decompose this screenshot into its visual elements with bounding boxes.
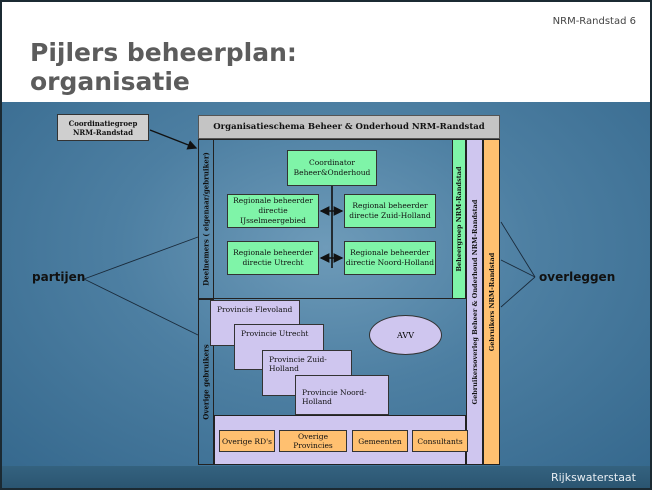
regional-zuid-holland-box: Regional beheerder directie Zuid-Holland [344,194,436,228]
regional-noord-holland-box: Regionale beheerder directie Noord-Holla… [344,241,436,275]
schema-title-box: Organisatieschema Beheer & Onderhoud NRM… [198,115,500,139]
participants-strip: Deelnemers ( eigenaar/gebruiker) [198,139,214,299]
bottom-box-label: Consultants [417,436,463,446]
province-label: Provincie Noord-Holland [302,388,367,406]
avv-ellipse: AVV [369,315,442,355]
regional-utrecht-line-1: Regionale beheerder [233,248,313,257]
page-label: NRM-Randstad 6 [552,16,636,27]
other-users-strip: Overige gebruikers [198,299,214,465]
province-label: Provincie Utrecht [241,329,309,338]
management-group-strip: Beheergroep NRM-Randstad [452,139,466,299]
regional-utrecht-box: Regionale beheerder directie Utrecht [227,241,319,275]
slide-header: NRM-Randstad 6 Pijlers beheerplan: organ… [2,2,650,102]
regional-ijsselmeer-line-2: directie IJsselmeergebied [240,206,306,225]
coordinator-line-2: Beheer&Onderhoud [293,168,371,177]
bottom-box: Overige Provincies [279,430,347,452]
coordination-group-line-2: NRM-Randstad [73,127,133,137]
title-line-2: organisatie [30,67,190,96]
participants-strip-label: Deelnemers ( eigenaar/gebruiker) [201,152,211,286]
coordinator-line-1: Coordinator [309,158,355,167]
participants-section [214,139,452,299]
bottom-box-label: Overige Provincies [293,432,333,450]
coordination-group-box: Coordinatiegroep NRM-Randstad [57,114,149,141]
slide-title: Pijlers beheerplan: organisatie [30,38,297,96]
user-consultation-strip-label: Gebruikersoverleg Beheer & Onderhoud NRM… [470,199,479,405]
bottom-box: Consultants [412,430,468,452]
consultations-label: overleggen [539,270,616,284]
bottom-box: Overige RD's [219,430,275,452]
province-box: Provincie Noord-Holland [295,375,389,415]
other-users-strip-label: Overige gebruikers [201,344,211,420]
bottom-box-label: Overige RD's [221,436,272,446]
regional-noord-holland-line-2: directie Noord-Holland [345,258,435,267]
avv-label: AVV [397,330,414,340]
regional-zuid-holland-line-1: Regional beheerder [352,201,428,210]
footer-brand: Rijkswaterstaat [550,471,636,484]
management-group-strip-label: Beheergroep NRM-Randstad [455,166,463,272]
regional-zuid-holland-line-2: directie Zuid-Holland [349,211,431,220]
regional-ijsselmeer-box: Regionale beheerder directie IJsselmeerg… [227,194,319,228]
bottom-box-label: Gemeenten [358,436,402,446]
user-consultation-strip: Gebruikersoverleg Beheer & Onderhoud NRM… [466,139,483,465]
province-label: Provincie Flevoland [217,305,293,314]
coordinator-box: Coordinator Beheer&Onderhoud [287,150,377,186]
title-line-1: Pijlers beheerplan: [30,38,297,67]
province-label: Provincie Zuid-Holland [269,355,327,373]
regional-noord-holland-line-1: Regionale beheerder [350,248,430,257]
slide-footer: Rijkswaterstaat [2,466,650,488]
schema-title: Organisatieschema Beheer & Onderhoud NRM… [213,122,485,132]
bottom-box: Gemeenten [352,430,408,452]
coordination-group-line-1: Coordinatiegroep [68,118,138,128]
regional-ijsselmeer-line-1: Regionale beheerder [233,196,313,205]
users-strip-label: Gebruikers NRM-Randstad [487,252,496,352]
users-strip: Gebruikers NRM-Randstad [483,139,500,465]
parties-label: partijen [32,270,86,284]
regional-utrecht-line-2: directie Utrecht [242,258,304,267]
